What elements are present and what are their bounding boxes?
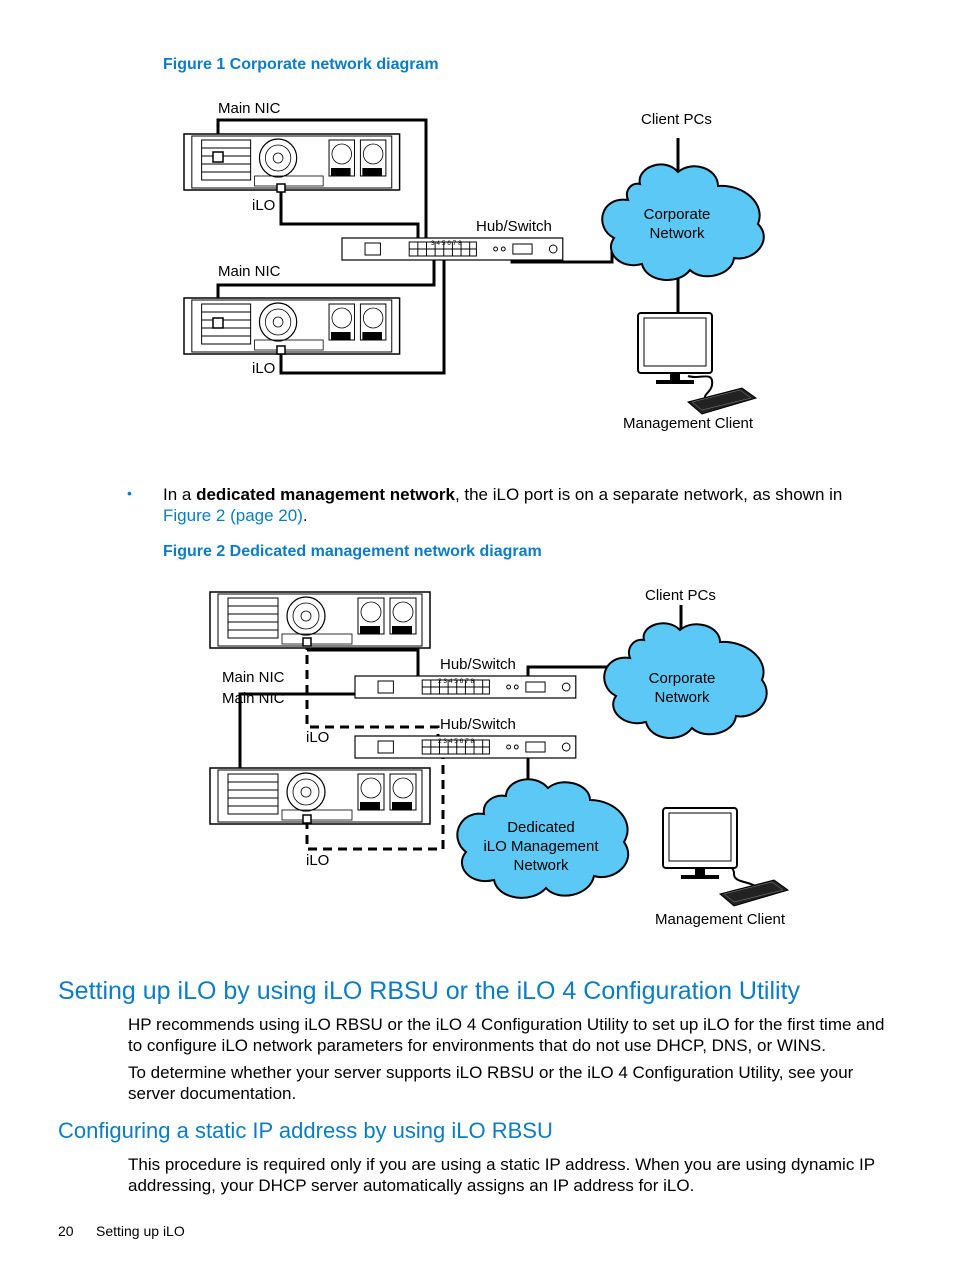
fig2-client-pcs-label: Client PCs — [645, 587, 716, 604]
page-number: 20 — [58, 1223, 74, 1239]
fig2-monitor-icon — [662, 807, 738, 880]
fig1-ilo-bottom-label: iLO — [252, 360, 276, 377]
fig2-main-nic-1-label: Main NIC — [222, 669, 285, 686]
figure1-diagram: 3 4 5 6 7 8 Corporate Network — [183, 118, 765, 415]
bullet-paragraph: In a dedicated management network, the i… — [163, 484, 863, 526]
fig1-main-nic-bottom-label: Main NIC — [218, 263, 281, 280]
fig2-nic-cable-1 — [307, 648, 420, 676]
bullet-middle: , the iLO port is on a separate network,… — [454, 485, 843, 504]
fig2-nic-cable-2 — [238, 692, 386, 800]
fig1-management-client-label: Management Client — [623, 415, 754, 432]
fig2-ilo-top-label: iLO — [306, 729, 330, 746]
fig1-ilo-top-label: iLO — [252, 197, 276, 214]
ilo-cable-top — [279, 188, 420, 250]
fig2-corporate-label-2: Network — [654, 689, 710, 706]
corporate-network-label-2: Network — [649, 225, 705, 242]
figure1-caption: Figure 1 Corporate network diagram — [163, 56, 439, 73]
fig2-keyboard-icon — [719, 879, 789, 907]
fig2-corporate-network-cloud — [603, 622, 768, 740]
fig1-hub-switch-label: Hub/Switch — [476, 218, 552, 235]
fig2-ilo-cloud-label-2: iLO Management — [483, 838, 599, 855]
section2-paragraph-1: This procedure is required only if you a… — [128, 1155, 875, 1195]
fig2-hub-switch-top-label: Hub/Switch — [440, 656, 516, 673]
fig1-client-pcs-label: Client PCs — [641, 111, 712, 128]
fig2-corporate-label-1: Corporate — [649, 670, 716, 687]
fig2-main-nic-2-label: Main NIC — [222, 690, 285, 707]
fig2-ilo-cable-1 — [305, 640, 440, 742]
bullet-prefix: In a — [163, 485, 197, 504]
bullet-suffix: . — [302, 506, 308, 525]
ilo-cable-bottom — [279, 254, 446, 375]
figure2-link[interactable]: Figure 2 (page 20) — [163, 506, 303, 525]
keyboard-cable — [687, 375, 714, 401]
fig2-ilo-cloud-label-3: Network — [513, 857, 569, 874]
fig2-ilo-cloud-label-1: Dedicated — [507, 819, 575, 836]
corporate-network-label-1: Corporate — [644, 206, 711, 223]
fig2-server-bottom-icon — [209, 767, 431, 825]
section1-paragraph-2: To determine whether your server support… — [128, 1063, 854, 1103]
figure2-diagram: 2 3 4 5 6 7 8 2 3 4 5 6 7 8 Corporate Ne… — [209, 591, 789, 907]
fig2-ilo-bottom-label: iLO — [306, 852, 330, 869]
fig2-hub-switch-bottom-label: Hub/Switch — [440, 716, 516, 733]
fig1-main-nic-top-label: Main NIC — [218, 100, 281, 117]
section-heading-setup: Setting up iLO by using iLO RBSU or the … — [58, 977, 801, 1005]
fig2-ilo-network-cloud — [456, 778, 630, 899]
switch-port-numbers: 3 4 5 6 7 8 — [431, 240, 462, 247]
fig2-switch-top-ports: 2 3 4 5 6 7 8 — [438, 678, 475, 685]
bullet-bold: dedicated management network — [196, 485, 455, 504]
section1-paragraph-1: HP recommends using iLO RBSU or the iLO … — [128, 1015, 885, 1055]
corporate-network-cloud — [601, 163, 765, 282]
figure2-caption: Figure 2 Dedicated management network di… — [163, 543, 542, 560]
fig2-management-client-label: Management Client — [655, 911, 786, 928]
fig2-server-top-icon — [209, 591, 431, 649]
bullet-dot: • — [127, 485, 132, 501]
footer-section: Setting up iLO — [96, 1223, 185, 1239]
fig2-ilo-cable-2 — [305, 748, 445, 851]
section-heading-static-ip: Configuring a static IP address by using… — [58, 1118, 553, 1143]
fig2-switch-bottom-ports: 2 3 4 5 6 7 8 — [438, 738, 475, 745]
